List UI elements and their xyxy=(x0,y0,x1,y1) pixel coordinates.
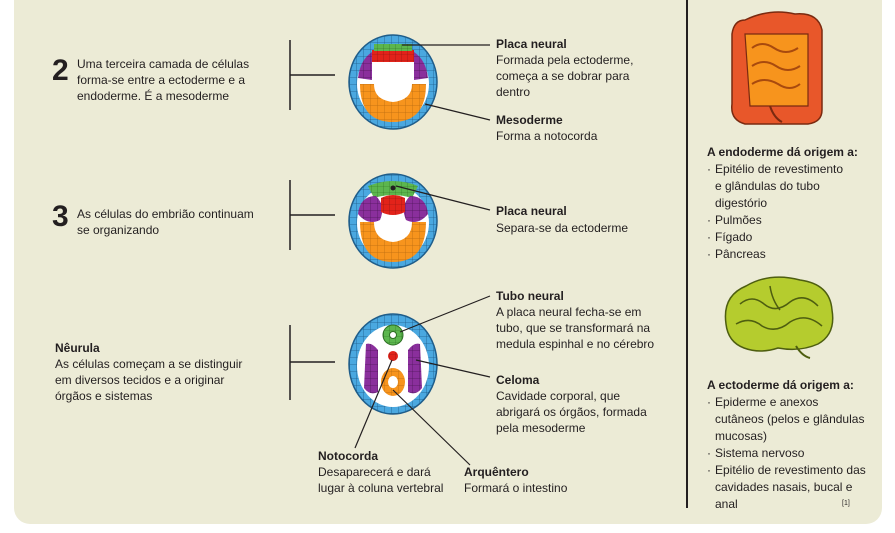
list-item: Sistema nervoso xyxy=(707,445,867,462)
label-placa-neural-2-title: Placa neural xyxy=(496,204,567,218)
label-arquentero-title: Arquêntero xyxy=(464,465,529,479)
step-3-text: As células do embrião continuam se organ… xyxy=(77,207,254,237)
list-item: Epitélio de revestimento das cavidades n… xyxy=(707,462,867,513)
label-mesoderme-title: Mesoderme xyxy=(496,113,563,127)
list-item: Epitélio de revestimento e glândulas do … xyxy=(707,161,847,212)
list-item: Epiderme e anexos cutâneos (pelos e glân… xyxy=(707,394,867,445)
embryo-neurula xyxy=(348,313,438,415)
list-item: Pâncreas xyxy=(707,246,847,263)
brain-icon xyxy=(724,276,834,359)
label-placa-neural-1-desc: Formada pela ectoderme, começa a se dobr… xyxy=(496,53,634,99)
ectoderme-title: A ectoderme dá origem a: xyxy=(707,378,854,392)
label-celoma-desc: Cavidade corporal, que abrigará os órgão… xyxy=(496,389,647,435)
label-celoma-title: Celoma xyxy=(496,373,540,387)
label-mesoderme-desc: Forma a notocorda xyxy=(496,129,598,143)
label-placa-neural-2-desc: Separa-se da ectoderme xyxy=(496,221,629,235)
step-2-text: Uma terceira camada de células forma-se … xyxy=(77,57,250,103)
neurula-title: Nêurula xyxy=(55,341,100,355)
list-item: Fígado xyxy=(707,229,847,246)
step-3-number: 3 xyxy=(52,200,69,233)
ectoderme-list: Epiderme e anexos cutâneos (pelos e glân… xyxy=(707,394,867,513)
pointer-lines xyxy=(354,44,491,466)
label-arquentero-desc: Formará o intestino xyxy=(464,481,568,495)
label-placa-neural-1-title: Placa neural xyxy=(496,37,567,51)
endoderme-list: Epitélio de revestimento e glândulas do … xyxy=(707,161,847,263)
step-2-number: 2 xyxy=(52,54,69,87)
footnote: [1] xyxy=(842,500,850,507)
intestine-icon xyxy=(731,11,823,125)
label-notocorda-title: Notocorda xyxy=(318,449,378,463)
neurula-text: As células começam a se distinguir em di… xyxy=(55,357,243,403)
embryo-stage3 xyxy=(348,173,438,269)
brackets xyxy=(289,40,335,400)
list-item: Pulmões xyxy=(707,212,847,229)
label-notocorda-desc: Desaparecerá e dará lugar à coluna verte… xyxy=(318,465,444,495)
label-tubo-neural-title: Tubo neural xyxy=(496,289,564,303)
endoderme-title: A endoderme dá origem a: xyxy=(707,145,858,159)
embryo-stage2 xyxy=(348,34,438,130)
label-tubo-neural-desc: A placa neural fecha-se em tubo, que se … xyxy=(496,305,655,351)
